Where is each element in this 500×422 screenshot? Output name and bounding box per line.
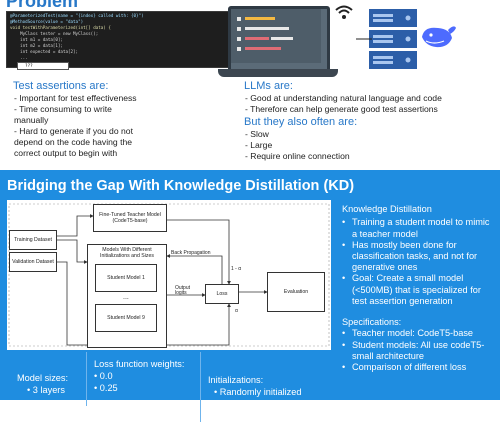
llms-heading: LLMs are: [244,80,293,92]
student-ellipsis: ... [123,294,129,301]
code-line: int m2 = data[1]; [10,43,63,48]
kd-diagram: Training Dataset Validation Dataset Fine… [7,200,331,350]
list-item: • Has mostly been done for classificatio… [342,240,496,274]
list-item: - Large [245,140,273,150]
but-heading: But they also often are: [244,116,358,128]
list-item-text: Comparison of different loss [352,362,467,373]
students-group-label: Models With Different Initializations an… [100,247,154,259]
code-line: int expected = data[2]; [10,49,79,54]
code-highlight: ??? [17,62,69,70]
list-item: manually [14,115,49,125]
evaluation-box: Evaluation [267,272,325,312]
teacher-model-box: Fine-Tuned Teacher Model (CodeT5-base) [93,204,167,232]
one-minus-alpha-label: 1 - α [231,266,242,272]
connection-line [356,38,372,40]
test-assertions-list: - Important for test effectiveness - Tim… [14,93,234,159]
alpha-label: α [235,308,238,314]
list-item-text: Student models: All use codeT5-small arc… [352,339,485,361]
spec-heading: Specifications: [342,317,402,328]
list-item: • 0.25 [94,383,118,393]
list-item: - Hard to generate if you do not [14,126,133,136]
server-icon [369,9,417,69]
list-item: - Important for test effectiveness [14,93,137,103]
code-line: ... [10,55,28,60]
test-assertions-heading: Test assertions are: [13,80,109,92]
list-item-text: Has mostly been done for classification … [352,239,478,273]
initializations-heading: Initializations: [208,375,264,385]
wifi-icon [335,5,353,19]
model-sizes-heading: Model sizes: [17,373,69,383]
code-line: int m1 = data[0]; [10,37,63,42]
kd-description: Knowledge Distillation • Training a stud… [342,204,496,373]
list-item: - Therefore can help generate good test … [245,104,438,114]
bullet-dot: • [342,328,346,339]
list-item-text: Training a student model to mimic a teac… [352,217,490,239]
loss-box: Loss [205,284,239,304]
validation-dataset-box: Validation Dataset [9,252,57,272]
llms-list: - Good at understanding natural language… [245,93,495,115]
list-item-text: Randomly initialized [219,387,302,397]
back-propagation-label: Back Propagation [171,250,211,256]
kd-title: Bridging the Gap With Knowledge Distilla… [7,178,355,194]
model-sizes-column: Model sizes: • 3 layers [7,352,85,420]
training-dataset-box: Training Dataset [9,230,57,250]
list-item: • Student models: All use codeT5-small a… [342,340,496,362]
list-item: • Teacher model: CodeT5-base [342,328,496,339]
list-item: • Randomly initialized [214,387,302,397]
list-item: • Goal: Create a small model (<500MB) th… [342,273,496,307]
laptop-icon [228,6,330,72]
list-item-text: 3 layers [32,385,65,395]
list-item-text: 0.25 [99,383,118,393]
list-item-text: Goal: Create a small model (<500MB) that… [352,273,481,306]
code-line: void testWithParameterized(int[] data) { [10,25,111,30]
list-item: • 3 layers [27,385,65,395]
loss-weights-heading: Loss function weights: [94,359,185,369]
list-item: - Slow [245,129,269,139]
list-item: • Comparison of different loss [342,362,496,373]
list-item-text: 0.0 [99,371,113,381]
list-item: depend on the code having the [14,137,133,147]
code-highlight-text: ??? [20,63,36,68]
list-item: - Time consuming to write [14,104,112,114]
code-line: MyClass tester = new MyClass(); [10,31,99,36]
student-model-9-box: Student Model 9 [95,304,157,332]
bullet-dot: • [342,339,346,350]
initializations-column: Initializations: • Randomly initialized [200,352,340,422]
bullet-dot: • [342,273,346,284]
list-item: • Training a student model to mimic a te… [342,217,496,239]
bullet-dot: • [342,362,346,373]
kd-heading: Knowledge Distillation [342,204,432,214]
but-list: - Slow - Large - Require online connecti… [245,129,495,162]
laptop-screen-content [231,9,321,63]
output-logits-label: Output logits [175,285,191,296]
deepseek-whale-icon [422,26,456,48]
bullet-dot: • [342,239,346,250]
list-item: - Require online connection [245,151,350,161]
code-line: @MethodSource(value = "data") [10,19,84,24]
code-snippet: @ParameterizedTest(name = "{index} calle… [6,11,234,70]
list-item: • 0.0 [94,371,113,381]
laptop-base [218,69,338,77]
code-line: @ParameterizedTest(name = "{index} calle… [10,13,144,18]
list-item: - Good at understanding natural language… [245,93,442,103]
list-item-text: Teacher model: CodeT5-base [352,328,474,339]
bullet-dot: • [342,217,346,228]
problem-title: Problem [6,0,79,11]
student-model-1-box: Student Model 1 [95,264,157,292]
loss-weights-column: Loss function weights: • 0.0 • 0.25 [86,352,206,406]
list-item: correct output to begin with [14,148,118,158]
